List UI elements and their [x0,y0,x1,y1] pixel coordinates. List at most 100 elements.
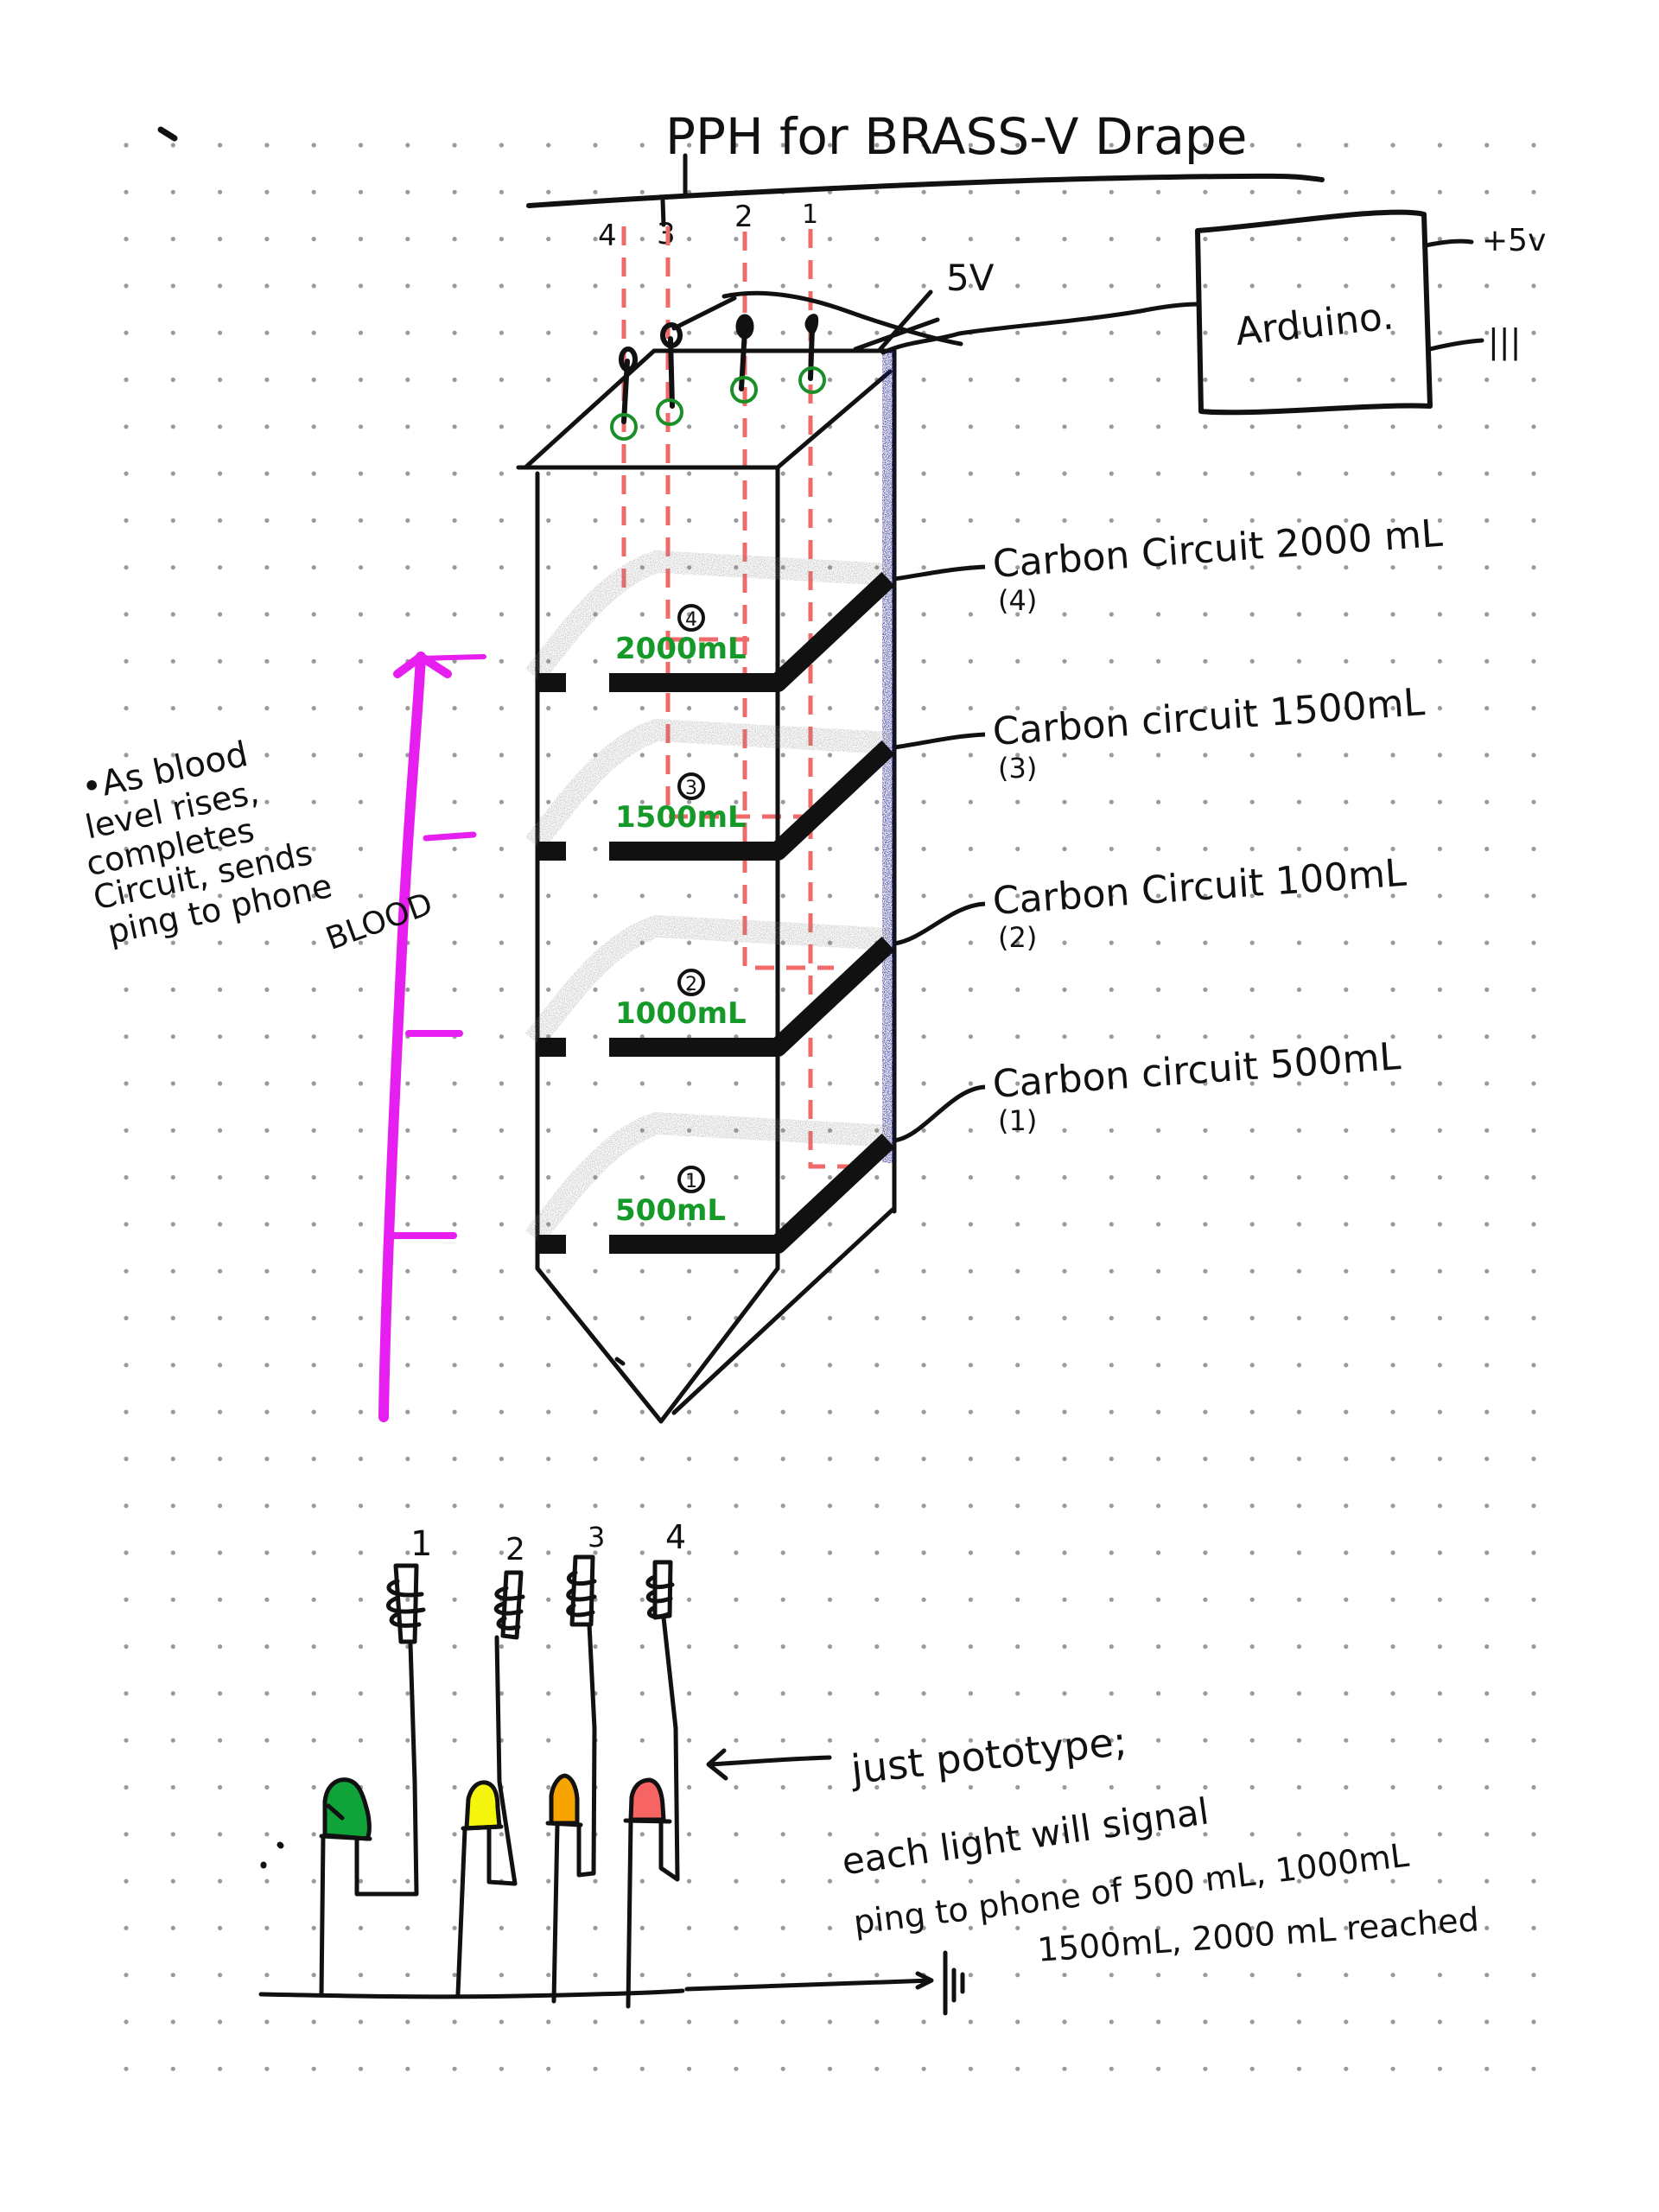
grid-dot [358,1597,364,1602]
grid-dot [170,987,175,992]
grid-dot [546,1925,551,1930]
grid-dot [1109,1034,1114,1039]
grid-dot [1062,893,1067,899]
grid-dot [1531,2019,1536,2024]
grid-dot [1203,1550,1208,1555]
grid-dot [170,1503,175,1509]
grid-dot [1109,1268,1114,1274]
grid-dot [1344,1315,1349,1321]
grid-dot [687,1691,692,1696]
probe-pin-4 [610,346,638,441]
grid-dot [452,846,457,852]
grid-dot [1062,565,1067,570]
grid-dot [687,1644,692,1649]
grid-dot [1249,565,1255,570]
grid-dot [639,612,645,617]
grid-dot [874,987,880,992]
grid-dot [921,658,926,664]
coil-4 [645,1560,675,1620]
grid-dot [1062,1832,1067,1837]
grid-dot [1015,1128,1020,1133]
grid-dot [1109,1738,1114,1743]
tank-funnel [535,1207,895,1424]
grid-dot [1296,143,1302,148]
grid-dot [218,1363,223,1368]
grid-dot [593,987,598,992]
grid-dot [264,1878,270,1884]
grid-dot [968,471,973,476]
grid-dot [1203,1175,1208,1180]
grid-dot [1249,658,1255,664]
grid-dot [780,987,785,992]
grid-dot [358,1973,364,1978]
grid-dot [1015,1925,1020,1930]
grid-dot [780,1268,785,1274]
grid-dot [546,1597,551,1602]
grid-dot [1531,1597,1536,1602]
grid-dot [687,1597,692,1602]
grid-dot [780,283,785,289]
grid-dot [311,2019,316,2024]
grid-dot [968,1784,973,1790]
grid-dot [780,1691,785,1696]
grid-dot [1531,424,1536,429]
grid-dot [639,1925,645,1930]
grid-dot [1249,1128,1255,1133]
grid-dot [546,1363,551,1368]
grid-dot [1156,1925,1161,1930]
grid-dot [1390,1268,1395,1274]
grid-dot [734,1738,739,1743]
grid-dot [639,518,645,524]
grid-dot [1249,846,1255,852]
grid-dot [124,1644,129,1649]
grid-dot [1249,283,1255,289]
grid-dot [452,1784,457,1790]
grid-dot [1344,1878,1349,1884]
grid-dot [124,283,129,289]
grid-dot [218,1222,223,1227]
grid-dot [1203,1784,1208,1790]
grid-dot [780,518,785,524]
grid-dot [218,1691,223,1696]
grid-dot [1344,283,1349,289]
grid-dot [639,1644,645,1649]
grid-dot [218,283,223,289]
grid-dot [1296,893,1302,899]
grid-dot [921,1503,926,1509]
grid-dot [1296,424,1302,429]
grid-dot [593,706,598,711]
grid-dot [218,1315,223,1321]
grid-dot [1203,2066,1208,2071]
grid-dot [1156,1175,1161,1180]
grid-dot [968,893,973,899]
grid-dot [499,893,505,899]
grid-dot [593,143,598,148]
grid-dot [687,1925,692,1930]
grid-dot [1109,658,1114,664]
grid-dot [593,1128,598,1133]
grid-dot [827,706,833,711]
grid-dot [124,1456,129,1461]
grid-dot [405,1550,410,1555]
grid-dot [170,753,175,758]
grid-dot [1296,612,1302,617]
carbon-strip-front-1 [609,1133,895,1254]
grid-dot [1109,1925,1114,1930]
grid-dot [546,1409,551,1414]
grid-dot [1531,283,1536,289]
grid-dot [639,2066,645,2071]
led-3-orange [549,1773,580,1826]
grid-dot [264,846,270,852]
grid-dot [968,518,973,524]
grid-dot [264,1128,270,1133]
grid-dot [1015,1832,1020,1837]
grid-dot [311,330,316,335]
grid-dot [639,1503,645,1509]
grid-dot [264,1738,270,1743]
grid-dot [124,1878,129,1884]
grid-dot [687,1503,692,1509]
grid-dot [1437,2066,1442,2071]
grid-dot [311,424,316,429]
grid-dot [780,1550,785,1555]
grid-dot [452,940,457,945]
